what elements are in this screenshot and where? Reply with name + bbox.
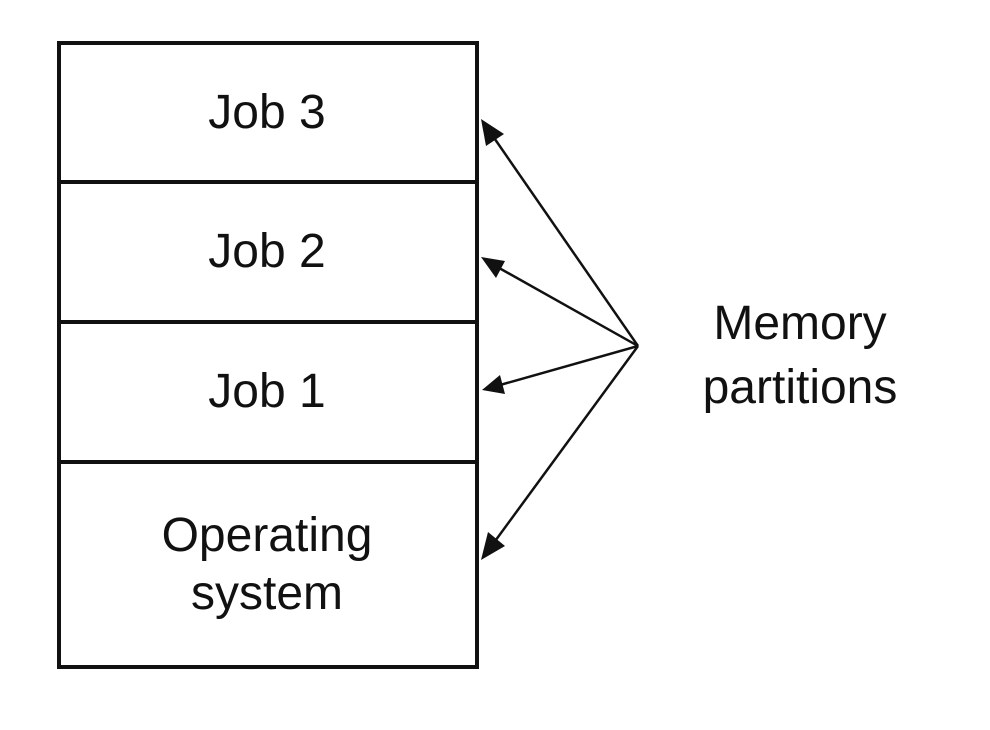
arrow-line-job-2 <box>491 262 639 348</box>
partition-operating-system: Operating system <box>59 464 475 665</box>
memory-partitions-label-line2: partitions <box>702 361 898 414</box>
partition-job-1: Job 1 <box>59 324 475 460</box>
partition-divider <box>57 460 479 464</box>
memory-partitions-label-line1: Memory <box>713 297 887 350</box>
partition-label: Job 3 <box>208 85 326 139</box>
partition-job-3: Job 3 <box>59 45 475 180</box>
memory-stack <box>57 41 479 669</box>
arrow-line-job-3 <box>488 131 640 347</box>
partition-job-2: Job 2 <box>59 184 475 320</box>
partition-label: Job 2 <box>208 225 326 278</box>
partition-divider <box>57 320 479 324</box>
arrow-line-job-1 <box>492 344 639 389</box>
partition-label-line1: Operating <box>161 508 373 562</box>
arrowhead-job-1 <box>482 375 505 394</box>
arrowhead-job-2 <box>481 257 505 278</box>
memory-partitions-label: Memory partitions <box>640 292 960 420</box>
partition-label-line2: system <box>190 566 343 620</box>
partition-label: Job 1 <box>208 365 326 418</box>
arrowhead-job-3 <box>481 119 504 146</box>
arrowhead-os <box>481 532 505 560</box>
arrow-line-os <box>488 345 640 549</box>
partition-divider <box>57 180 479 184</box>
